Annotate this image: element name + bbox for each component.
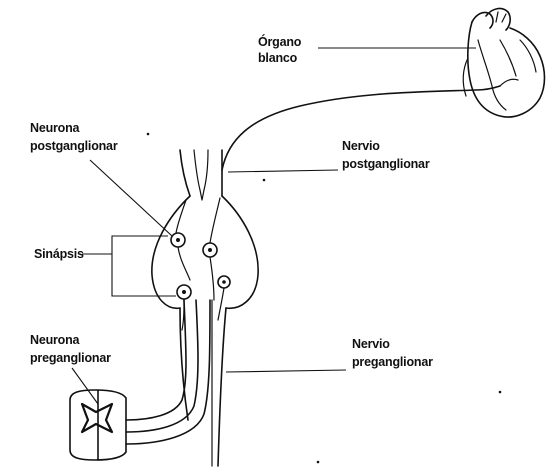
label-neurona-postganglionar: Neurona postganglionar bbox=[30, 121, 118, 153]
heart-organ bbox=[463, 9, 544, 118]
nervio-pre-line1: Nervio bbox=[352, 337, 390, 351]
neurona-post-line2: postganglionar bbox=[30, 139, 118, 153]
leader-nervio-pre bbox=[226, 370, 346, 372]
ganglion-outline bbox=[152, 196, 258, 308]
nervio-post-line1: Nervio bbox=[342, 139, 380, 153]
trunk-bottom-right bbox=[218, 308, 226, 466]
neurona-post-line1: Neurona bbox=[30, 121, 81, 135]
label-organo-blanco: Órgano blanco bbox=[258, 34, 302, 65]
neurona-pre-line2: preganglionar bbox=[30, 351, 111, 365]
label-neurona-preganglionar: Neurona preganglionar bbox=[30, 333, 111, 365]
neurona-pre-line1: Neurona bbox=[30, 333, 81, 347]
label-nervio-postganglionar: Nervio postganglionar bbox=[342, 139, 430, 171]
preganglionic-fibers bbox=[126, 300, 186, 420]
synapse-bracket bbox=[112, 236, 176, 296]
label-nervio-preganglionar: Nervio preganglionar bbox=[352, 337, 433, 369]
leader-neurona-pre bbox=[72, 368, 98, 404]
leader-nervio-post bbox=[228, 170, 338, 172]
trunk-bottom-left bbox=[180, 308, 188, 420]
leader-neurona-post bbox=[90, 160, 172, 236]
trunk-top-left bbox=[180, 150, 190, 196]
label-sinapsis: Sinápsis bbox=[34, 247, 84, 261]
nervio-pre-line2: preganglionar bbox=[352, 355, 433, 369]
nervio-post-line2: postganglionar bbox=[342, 157, 430, 171]
organo-line2: blanco bbox=[258, 51, 298, 65]
organo-line1: Órgano bbox=[258, 34, 302, 49]
spinal-cord bbox=[70, 390, 126, 460]
